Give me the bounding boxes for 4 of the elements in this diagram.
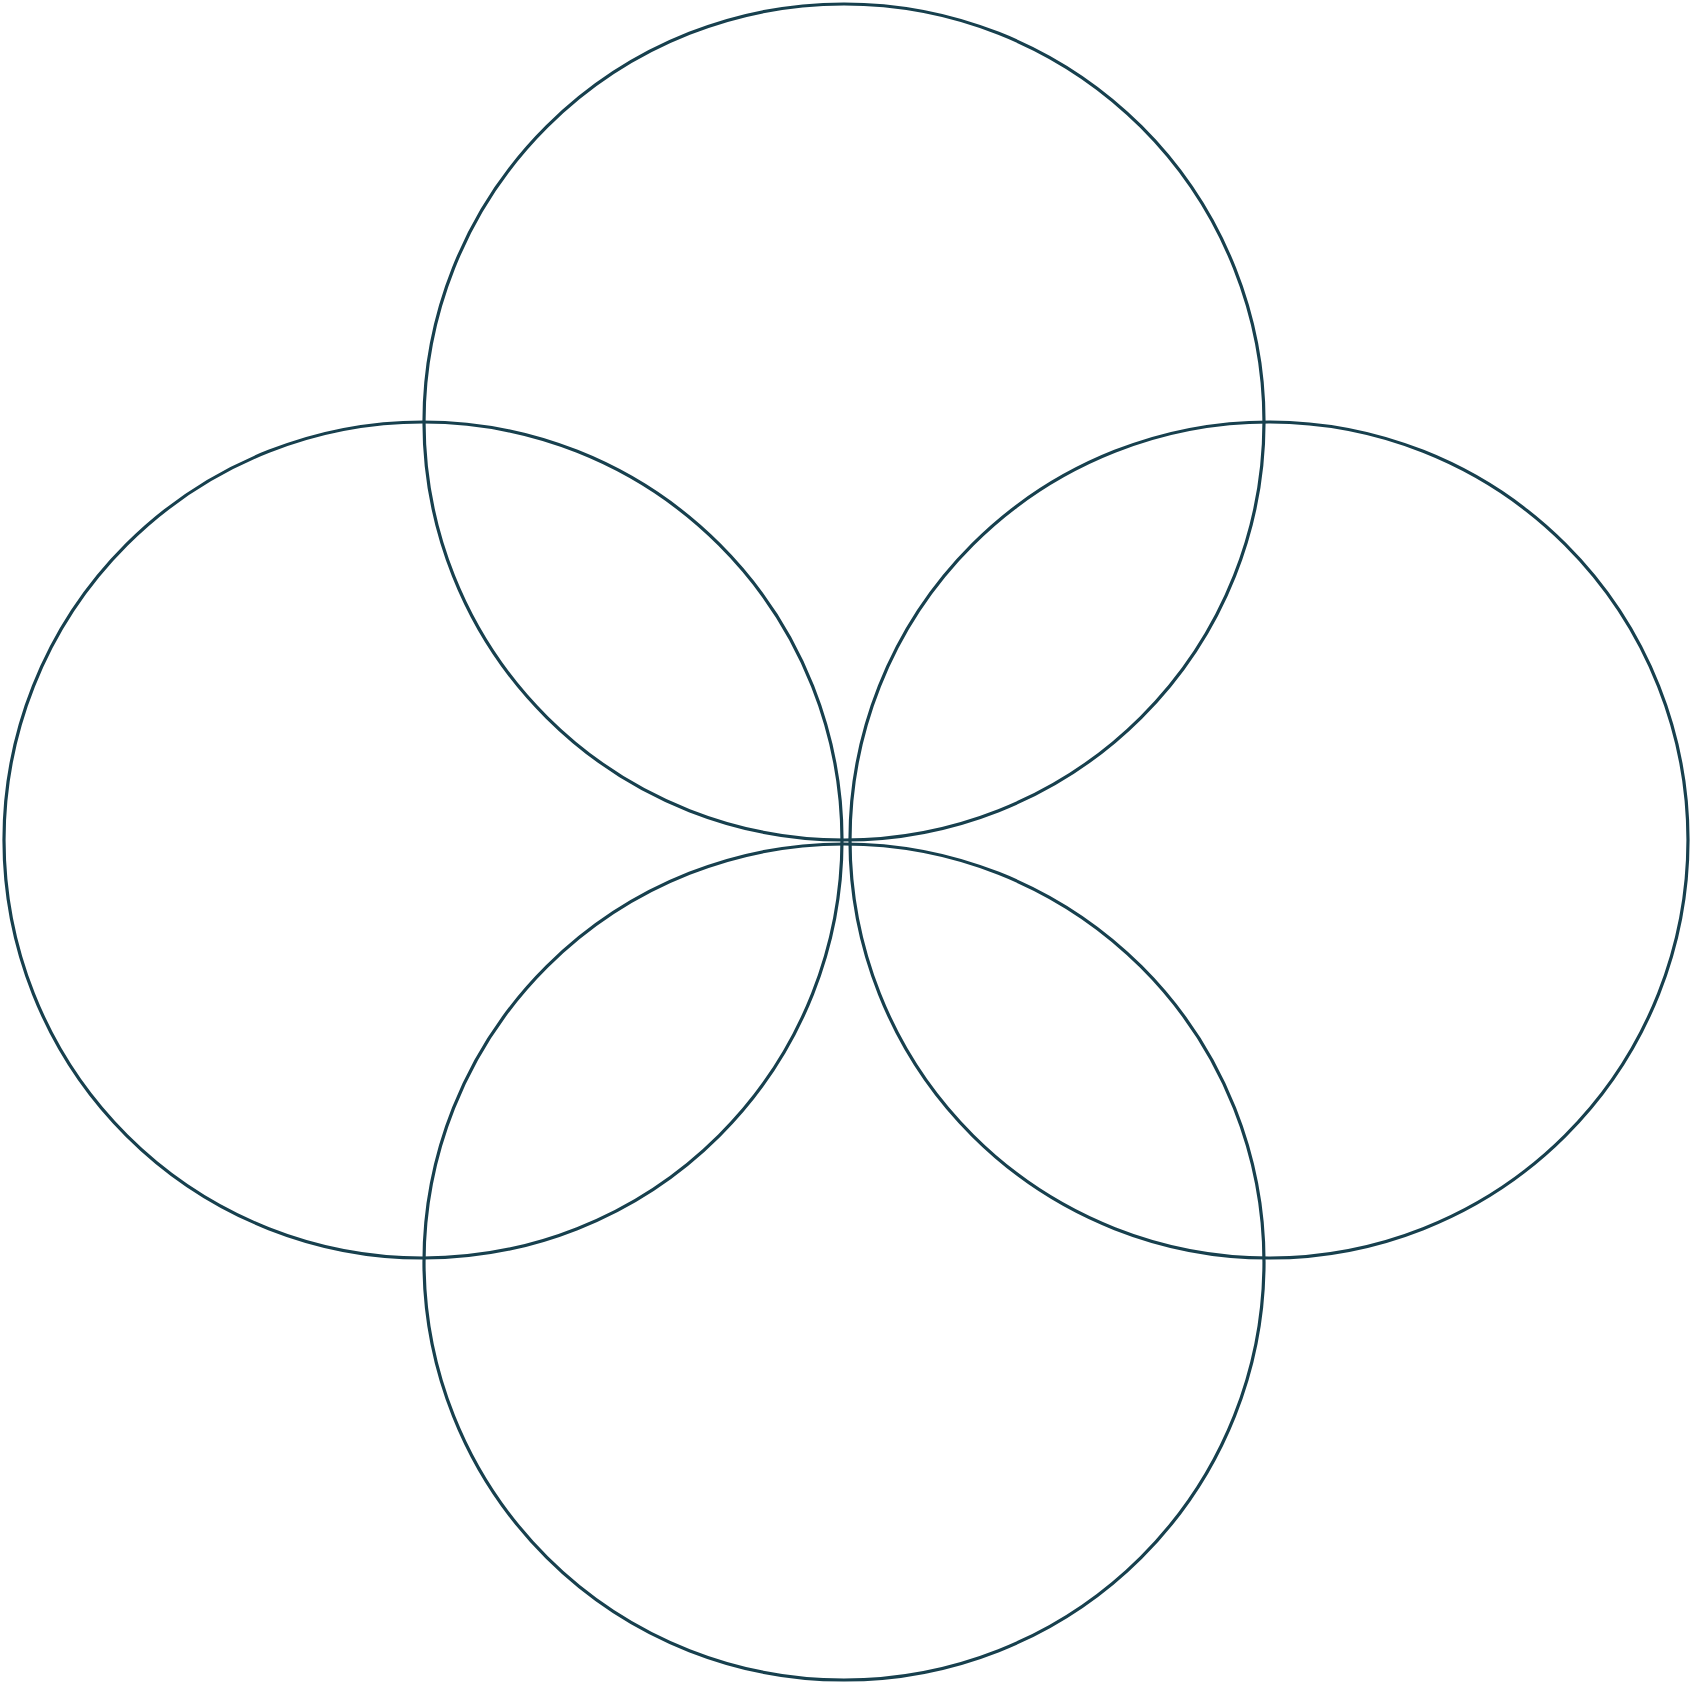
- circle-outline: [422, 842, 1266, 1682]
- circle-outline: [2, 420, 844, 1260]
- circle-outline: [848, 420, 1690, 1260]
- circle-outline: [422, 2, 1266, 842]
